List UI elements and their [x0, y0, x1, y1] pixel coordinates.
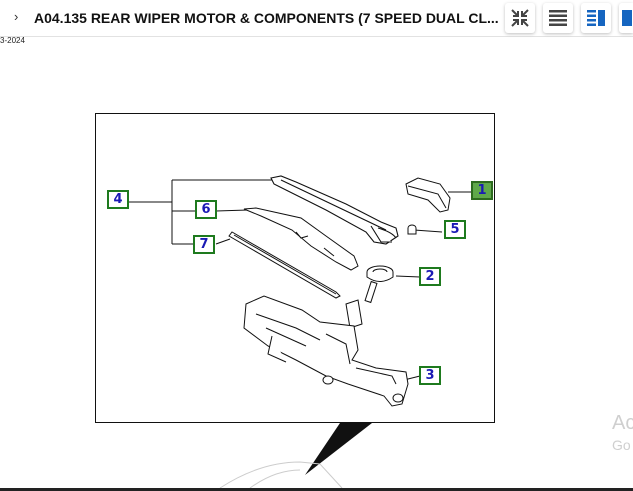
- callout-6[interactable]: 6: [195, 200, 217, 219]
- collapse-button[interactable]: [505, 3, 535, 33]
- wiper-illustration: [126, 175, 471, 407]
- bottom-divider: [0, 488, 633, 491]
- page-title: A04.135 REAR WIPER MOTOR & COMPONENTS (7…: [34, 10, 499, 26]
- activation-watermark-line1: Ac: [612, 412, 633, 434]
- activation-watermark-line2: Go: [612, 437, 631, 453]
- panel-view-button[interactable]: [619, 3, 633, 33]
- callout-2[interactable]: 2: [419, 267, 441, 286]
- callout-3[interactable]: 3: [419, 366, 441, 385]
- date-range: 3-2024: [0, 36, 25, 45]
- list-lines-icon: [549, 10, 567, 26]
- callout-4[interactable]: 4: [107, 190, 129, 209]
- list-view-button[interactable]: [543, 3, 573, 33]
- header-bar: › A04.135 REAR WIPER MOTOR & COMPONENTS …: [0, 0, 633, 37]
- callout-5[interactable]: 5: [444, 220, 466, 239]
- callout-1[interactable]: 1: [471, 181, 493, 200]
- panel-right-icon: [622, 10, 632, 26]
- split-view-button[interactable]: [581, 3, 611, 33]
- chevron-right-icon[interactable]: ›: [14, 9, 19, 24]
- split-panel-icon: [587, 10, 605, 26]
- collapse-arrows-icon: [511, 9, 529, 27]
- callout-7[interactable]: 7: [193, 235, 215, 254]
